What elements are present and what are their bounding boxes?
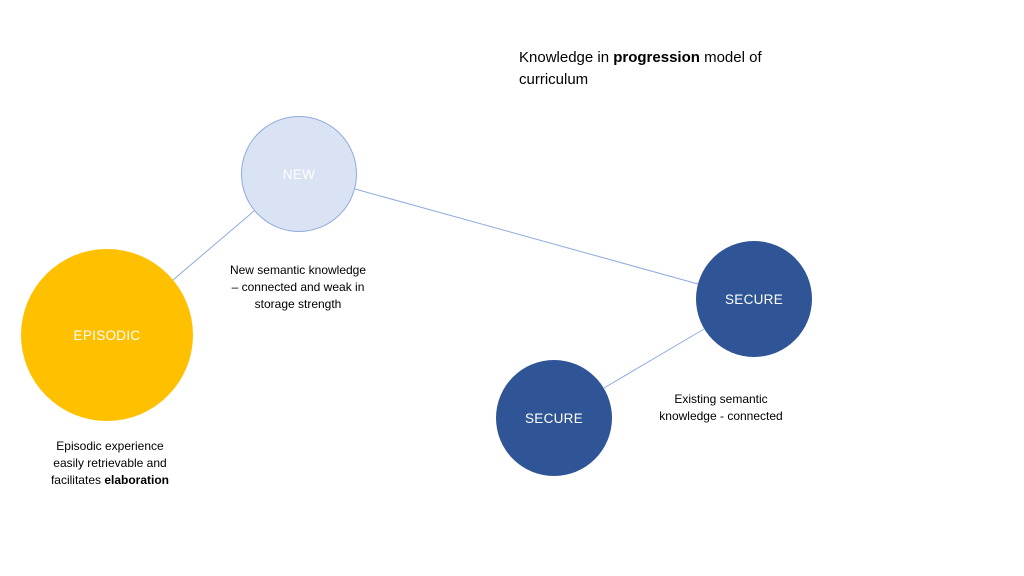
- caption-line-pre: facilitates: [50, 473, 105, 487]
- caption-line: New semantic knowledge: [229, 263, 367, 277]
- caption-line-mixed: facilitates elaboration: [27, 472, 193, 489]
- connector-episodic-new: [172, 210, 255, 281]
- node-new-label: NEW: [282, 166, 316, 182]
- connector-secure-secure: [603, 328, 705, 389]
- connector-new-secure: [354, 188, 699, 285]
- node-new: NEW: [241, 116, 357, 232]
- caption-line: easily retrievable and: [53, 456, 167, 470]
- caption-line: storage strength: [254, 297, 342, 311]
- node-secure-lower-label: SECURE: [524, 410, 584, 426]
- caption-new-semantic: New semantic knowledge – connected and w…: [208, 262, 388, 313]
- title-text-bold: progression: [613, 49, 700, 66]
- caption-existing-semantic: Existing semantic knowledge - connected: [638, 391, 804, 425]
- node-secure-right-label: SECURE: [724, 291, 784, 307]
- caption-line-bold: elaboration: [104, 473, 170, 487]
- caption-line: Existing semantic: [674, 392, 768, 406]
- title-text-part3: model of curriculum: [519, 49, 762, 88]
- caption-line: – connected and weak in: [231, 280, 365, 294]
- node-secure-lower: SECURE: [496, 360, 612, 476]
- caption-episodic: Episodic experience easily retrievable a…: [27, 438, 193, 489]
- caption-line: Episodic experience: [56, 439, 164, 453]
- title-text-part1: Knowledge in: [519, 49, 614, 66]
- node-episodic: EPISODIC: [21, 249, 193, 421]
- caption-line: knowledge - connected: [659, 409, 783, 423]
- diagram-title: Knowledge in progression model of curric…: [519, 47, 819, 91]
- node-episodic-label: EPISODIC: [73, 327, 141, 343]
- node-secure-right: SECURE: [696, 241, 812, 357]
